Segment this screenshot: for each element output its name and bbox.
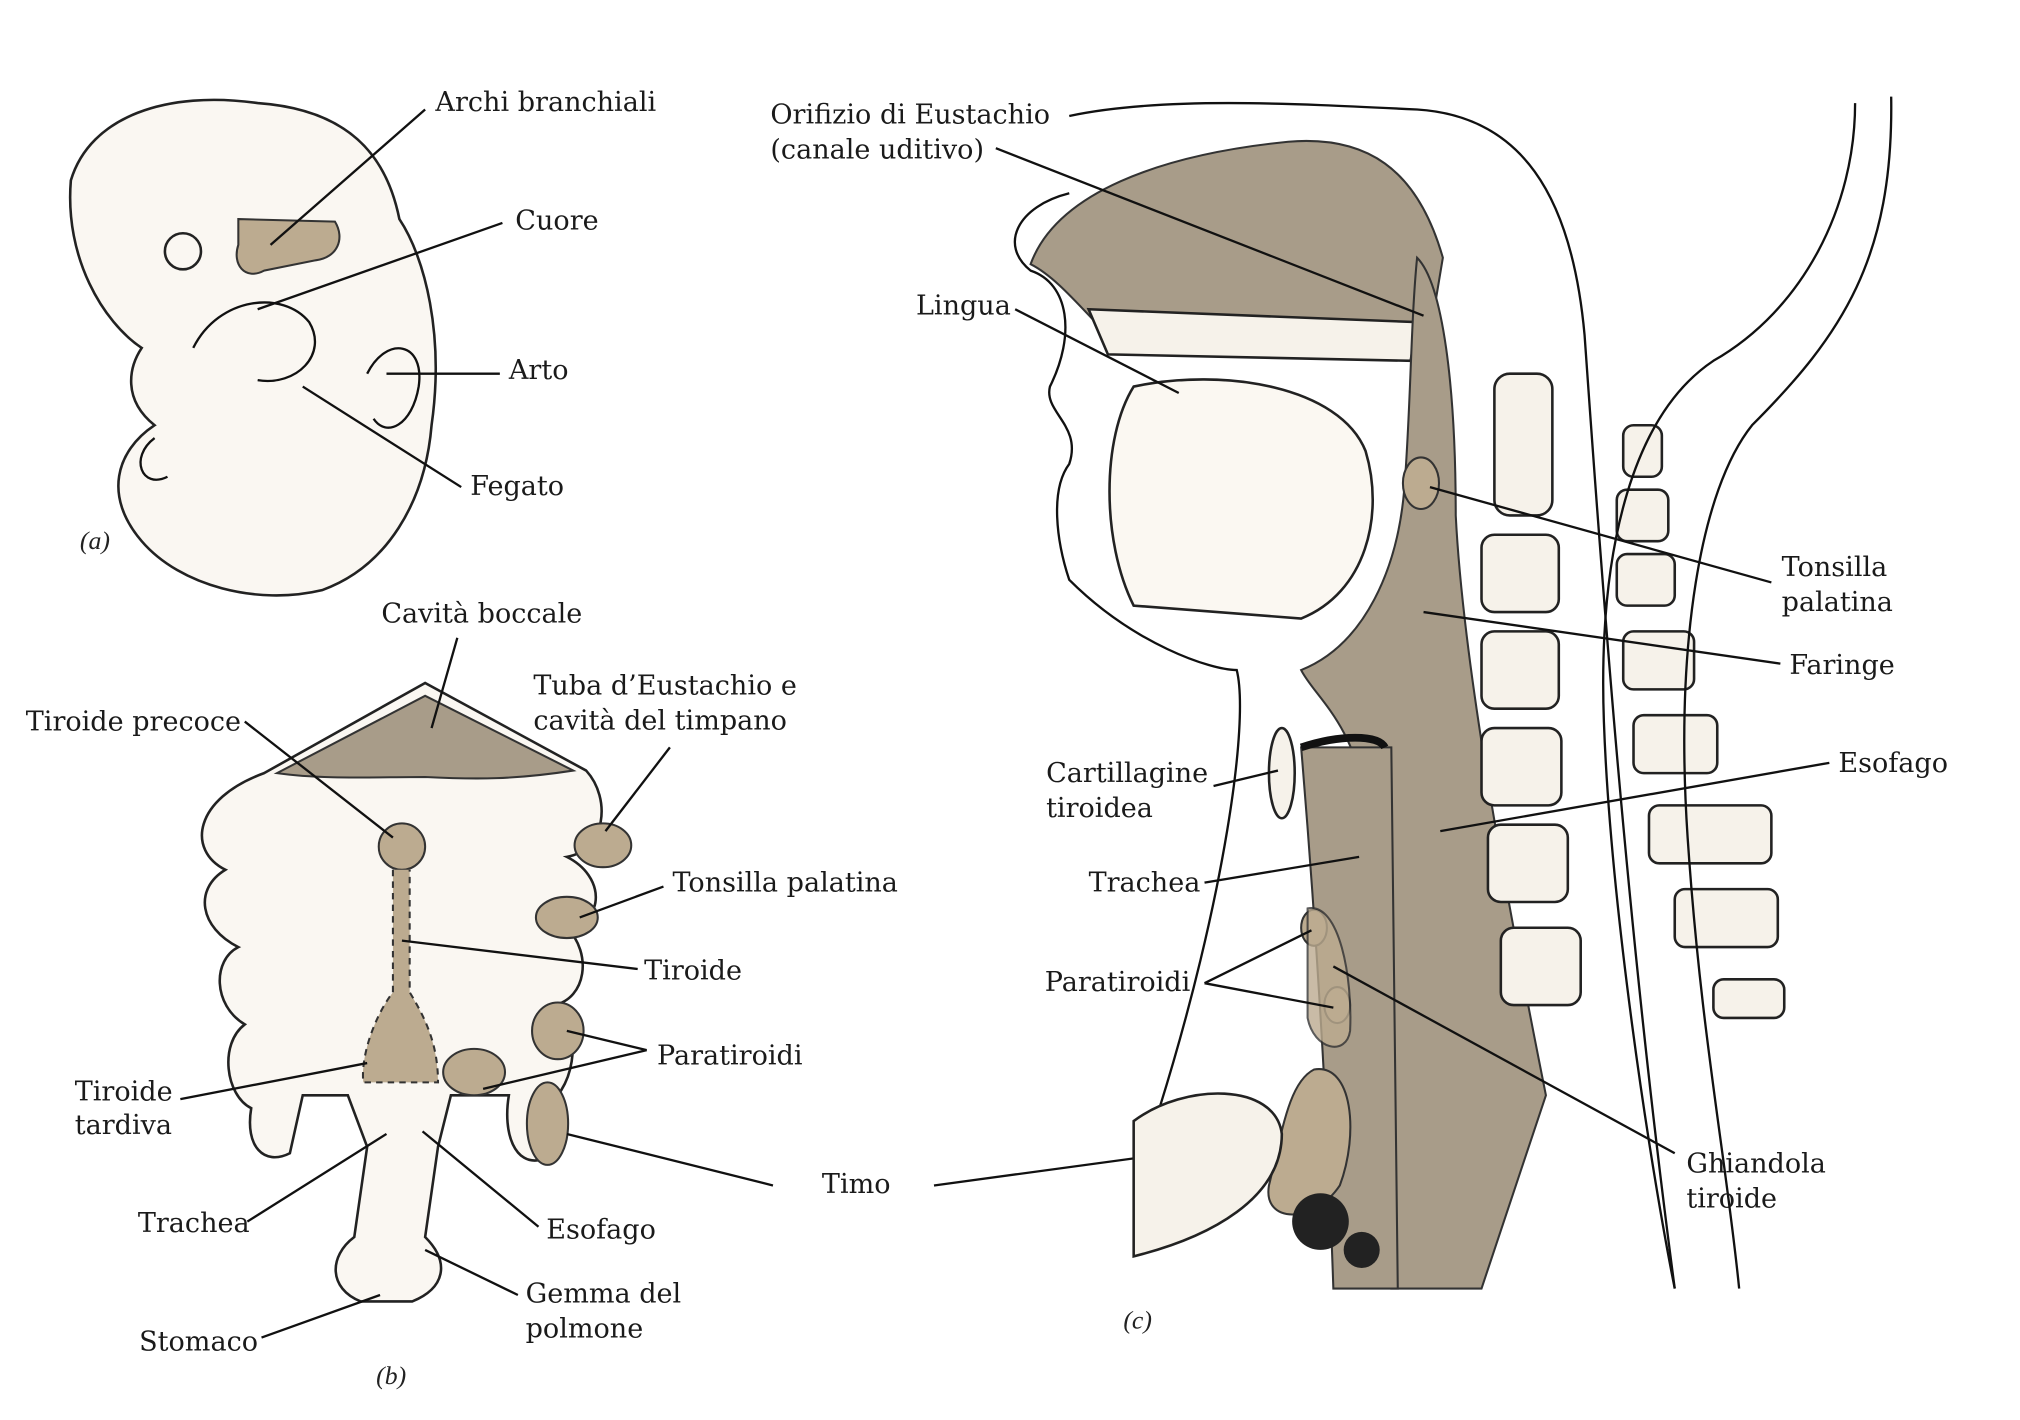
label-trachea-b: Trachea (138, 1208, 250, 1239)
spinal-cord-line (1602, 103, 1857, 1289)
label-lingua: Lingua (916, 290, 1011, 321)
label-orifizio-2: (canale uditivo) (770, 134, 984, 165)
label-tiroide: Tiroide (644, 955, 742, 986)
palatine-tonsil (1401, 456, 1441, 511)
face-outline (1013, 192, 1242, 1109)
label-arto: Arto (508, 355, 569, 386)
label-gemma-2: polmone (526, 1314, 644, 1345)
limb-bud (366, 347, 421, 429)
label-trachea-c: Trachea (1089, 868, 1201, 899)
tongue (1108, 378, 1374, 620)
cervical-vertebrae (1480, 372, 1786, 1020)
larynx-opening (1299, 733, 1389, 752)
label-paratiroidi-b: Paratiroidi (657, 1040, 803, 1071)
embryo-body (68, 98, 437, 597)
parathyroid-upper (531, 1001, 585, 1061)
thyroid-tract (361, 869, 440, 1084)
head-outline (1069, 101, 1676, 1289)
label-cartillagine-1: Cartillagine (1046, 758, 1208, 789)
label-ghiandola-2: tiroide (1686, 1183, 1777, 1214)
nasal-cavity (1029, 139, 1444, 337)
label-tonsilla-2: palatina (1782, 587, 1893, 618)
label-timo: Timo (822, 1169, 891, 1200)
parathyroid-lower (442, 1047, 507, 1097)
tonsil-pouch (534, 895, 599, 940)
heart-bulge (192, 301, 316, 383)
thyroid-gland (1306, 907, 1352, 1048)
panel-a-embryo (68, 98, 437, 597)
back-outline (1683, 96, 1893, 1289)
label-tiroide-precoce: Tiroide precoce (26, 707, 241, 738)
label-cavita-boccale: Cavità boccale (381, 598, 582, 629)
label-fegato: Fegato (470, 471, 564, 502)
early-thyroid (377, 822, 427, 871)
label-gemma-1: Gemma del (526, 1279, 682, 1310)
label-cuore: Cuore (515, 205, 598, 236)
vessel-1 (1292, 1193, 1349, 1250)
label-tuba-1: Tuba d’Eustachio e (533, 671, 797, 702)
label-esofago-b: Esofago (546, 1214, 656, 1245)
label-tonsilla-palatina-b: Tonsilla palatina (672, 868, 897, 899)
oral-cavity (273, 694, 577, 780)
panel-b-tag: (b) (376, 1361, 406, 1390)
label-tuba-2: cavità del timpano (533, 705, 787, 736)
clavicle-sternum (1132, 1092, 1284, 1259)
label-tiroide-tardiva-2: tardiva (75, 1110, 172, 1141)
panel-b-pharynx (200, 681, 633, 1303)
tail (139, 437, 168, 481)
thyroid-cartilage (1267, 726, 1296, 820)
label-tonsilla-1: Tonsilla (1782, 552, 1888, 583)
vessel-2 (1343, 1231, 1380, 1268)
thymus-bud (525, 1081, 570, 1166)
label-orifizio-1: Orifizio di Eustachio (770, 100, 1050, 131)
panel-c-sagittal (1013, 96, 1893, 1290)
label-faringe: Faringe (1789, 650, 1894, 681)
panel-a-tag: (a) (80, 526, 110, 555)
eustachian-pouch (573, 822, 633, 869)
panel-c-tag: (c) (1123, 1306, 1152, 1335)
eye-vesicle (163, 231, 203, 271)
label-tiroide-tardiva-1: Tiroide (75, 1076, 173, 1107)
label-stomaco: Stomaco (139, 1326, 258, 1357)
label-archi-branchiali: Archi branchiali (434, 87, 656, 118)
label-esofago-c: Esofago (1838, 748, 1948, 779)
label-ghiandola-1: Ghiandola (1686, 1149, 1826, 1180)
label-paratiroidi-c: Paratiroidi (1045, 967, 1191, 998)
branchial-arches-shape (235, 217, 341, 275)
label-cartillagine-2: tiroidea (1046, 793, 1153, 824)
